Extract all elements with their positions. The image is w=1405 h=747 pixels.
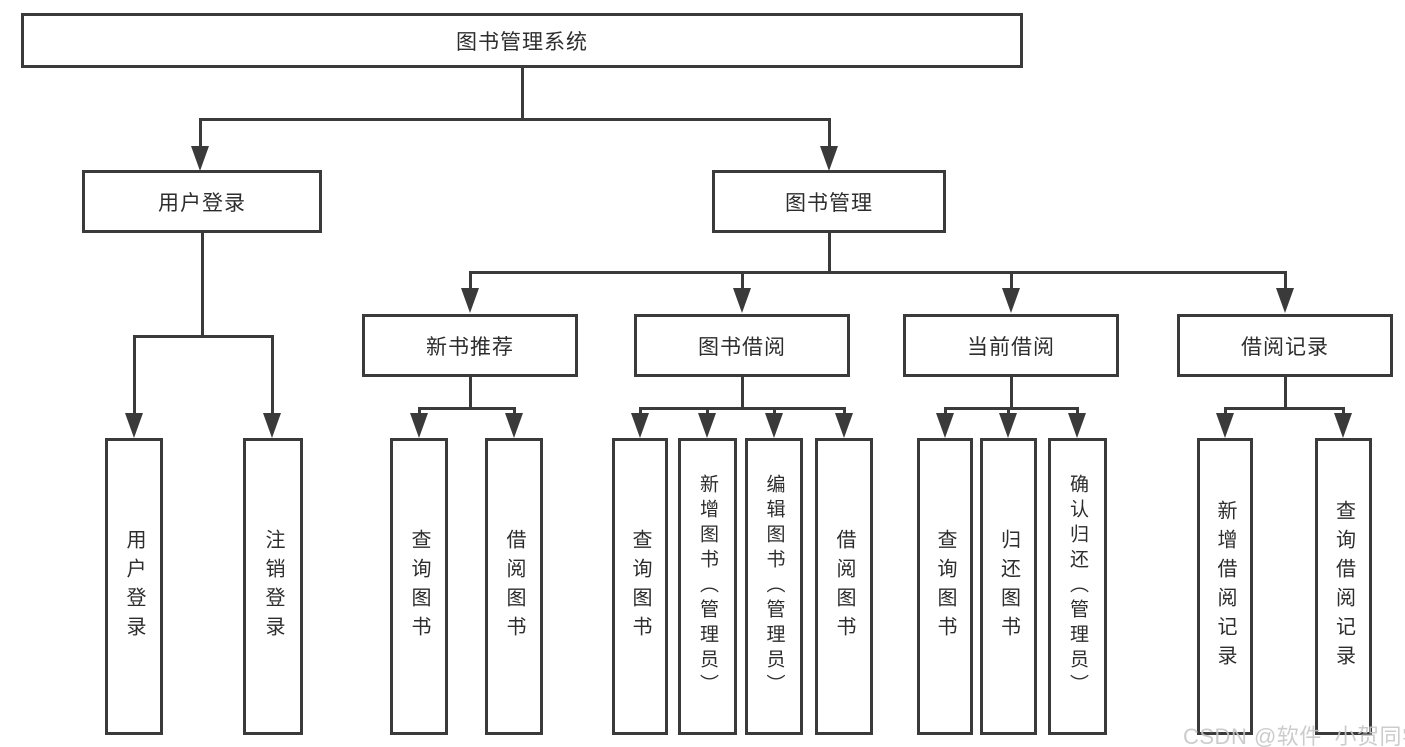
connector-line xyxy=(828,118,831,146)
arrow-down-icon xyxy=(263,413,281,438)
connector-line xyxy=(199,118,202,146)
connector-line xyxy=(1224,407,1345,410)
connector-line xyxy=(469,271,1287,274)
leaf-return-books: 归还图书 xyxy=(980,438,1037,735)
connector-line xyxy=(944,407,1079,410)
node-book-management-label: 图书管理 xyxy=(785,191,873,215)
arrow-down-icon xyxy=(765,413,783,438)
leaf-query-borrow-record-label: 查询借阅记录 xyxy=(1332,499,1355,674)
connector-line xyxy=(741,271,744,288)
leaf-add-borrow-record-label: 新增借阅记录 xyxy=(1214,499,1236,674)
connector-line xyxy=(133,335,136,413)
node-user-login-label: 用户登录 xyxy=(158,191,246,215)
node-new-book-recommend: 新书推荐 xyxy=(362,314,578,377)
arrow-down-icon xyxy=(125,413,143,438)
arrow-down-icon xyxy=(461,288,479,313)
connector-line xyxy=(1010,271,1013,288)
node-borrow-record: 借阅记录 xyxy=(1177,314,1393,377)
leaf-query-books-current: 查询图书 xyxy=(917,438,973,735)
connector-line xyxy=(639,407,846,410)
connector-line xyxy=(199,118,831,121)
connector-line xyxy=(201,233,204,336)
connector-line xyxy=(706,407,709,415)
connector-line xyxy=(133,335,274,338)
arrow-down-icon xyxy=(1334,413,1352,438)
arrow-down-icon xyxy=(999,413,1017,438)
leaf-borrow-books-label: 借阅图书 xyxy=(833,528,855,645)
connector-line xyxy=(843,407,846,415)
node-book-borrow-label: 图书借阅 xyxy=(698,335,786,359)
arrow-down-icon xyxy=(410,413,428,438)
leaf-edit-books-admin-label: 编辑图书（管理员） xyxy=(763,474,785,699)
connector-line xyxy=(1224,407,1227,415)
csdn-watermark: CSDN @软件_小贺同学 xyxy=(1183,724,1405,747)
arrow-down-icon xyxy=(191,146,209,171)
node-borrow-record-label: 借阅记录 xyxy=(1241,335,1329,359)
arrow-down-icon xyxy=(631,413,649,438)
node-book-management: 图书管理 xyxy=(712,170,946,233)
connector-line xyxy=(418,407,516,410)
leaf-logout: 注销登录 xyxy=(243,438,303,735)
arrow-down-icon xyxy=(1068,413,1086,438)
node-book-borrow: 图书借阅 xyxy=(634,314,850,377)
connector-line xyxy=(828,233,831,273)
arrow-down-icon xyxy=(698,413,716,438)
connector-line xyxy=(1076,407,1079,415)
leaf-query-borrow-record: 查询借阅记录 xyxy=(1315,438,1372,735)
leaf-query-books-recommend: 查询图书 xyxy=(390,438,448,735)
arrow-down-icon xyxy=(1002,288,1020,313)
connector-line xyxy=(513,407,516,415)
arrow-down-icon xyxy=(1276,288,1294,313)
leaf-query-books-recommend-label: 查询图书 xyxy=(408,528,430,645)
leaf-query-books-borrow-label: 查询图书 xyxy=(629,528,651,645)
leaf-user-login: 用户登录 xyxy=(105,438,163,735)
node-root-label: 图书管理系统 xyxy=(456,30,588,54)
leaf-query-books-borrow: 查询图书 xyxy=(612,438,668,735)
connector-line xyxy=(944,407,947,415)
arrow-down-icon xyxy=(733,288,751,313)
leaf-borrow-books-recommend-label: 借阅图书 xyxy=(503,528,525,645)
arrow-down-icon xyxy=(1216,413,1234,438)
connector-line xyxy=(521,68,524,119)
connector-line xyxy=(469,377,472,409)
leaf-logout-label: 注销登录 xyxy=(262,528,284,645)
leaf-user-login-label: 用户登录 xyxy=(123,528,145,645)
connector-line xyxy=(1284,377,1287,409)
connector-line xyxy=(639,407,642,415)
connector-line xyxy=(1284,271,1287,288)
leaf-add-books-admin-label: 新增图书（管理员） xyxy=(697,474,718,699)
connector-line xyxy=(1342,407,1345,415)
leaf-add-borrow-record: 新增借阅记录 xyxy=(1197,438,1253,735)
connector-line xyxy=(418,407,421,415)
connector-line xyxy=(1010,377,1013,409)
connector-line xyxy=(773,407,776,415)
node-root-system: 图书管理系统 xyxy=(21,13,1023,68)
leaf-return-books-label: 归还图书 xyxy=(997,528,1020,645)
leaf-add-books-admin: 新增图书（管理员） xyxy=(678,438,737,735)
node-new-book-recommend-label: 新书推荐 xyxy=(426,335,514,359)
connector-line xyxy=(1007,407,1010,415)
connector-line xyxy=(741,377,744,409)
arrow-down-icon xyxy=(835,413,853,438)
leaf-confirm-return-admin: 确认归还（管理员） xyxy=(1048,438,1107,735)
leaf-query-books-current-label: 查询图书 xyxy=(934,528,956,645)
leaf-edit-books-admin: 编辑图书（管理员） xyxy=(745,438,803,735)
leaf-borrow-books: 借阅图书 xyxy=(815,438,873,735)
node-current-borrow: 当前借阅 xyxy=(903,314,1119,377)
leaf-confirm-return-admin-label: 确认归还（管理员） xyxy=(1067,474,1088,699)
connector-line xyxy=(271,335,274,413)
arrow-down-icon xyxy=(505,413,523,438)
connector-line xyxy=(469,271,472,288)
arrow-down-icon xyxy=(936,413,954,438)
node-user-login: 用户登录 xyxy=(82,170,322,233)
arrow-down-icon xyxy=(820,146,838,171)
node-current-borrow-label: 当前借阅 xyxy=(967,335,1055,359)
leaf-borrow-books-recommend: 借阅图书 xyxy=(485,438,543,735)
